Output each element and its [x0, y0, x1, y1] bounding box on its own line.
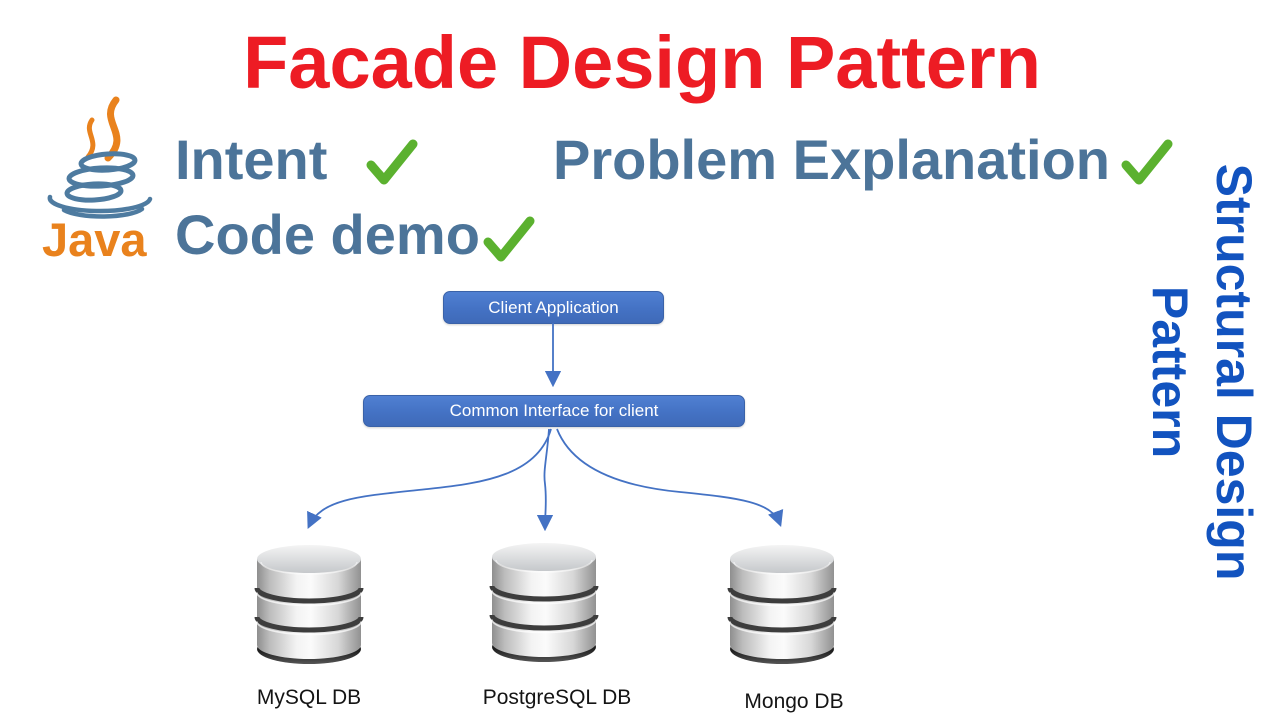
- database-label-mysql: MySQL DB: [256, 686, 362, 709]
- java-wordmark: Java: [42, 213, 147, 266]
- checkmark-icon: [366, 139, 418, 185]
- topic-problem-label: Problem Explanation: [553, 128, 1110, 191]
- java-logo: Java: [34, 96, 174, 272]
- node-client-application: Client Application: [443, 291, 664, 324]
- database-label-mongo: Mongo DB: [744, 690, 844, 713]
- side-banner-line1: Structural Design: [1206, 163, 1262, 581]
- connector-facade-to-mysql: [307, 428, 552, 529]
- node-common-interface: Common Interface for client: [363, 395, 745, 427]
- side-banner-line2: Pattern: [1142, 285, 1198, 459]
- java-cup-icon: [47, 96, 153, 219]
- database-cylinder-postgresql: [492, 543, 596, 662]
- topic-code-demo: Code demo: [175, 203, 536, 267]
- database-label-postgresql: PostgreSQL DB: [482, 686, 632, 709]
- connector-facade-to-mongo: [556, 428, 784, 528]
- topic-problem-explanation: Problem Explanation: [553, 128, 1174, 192]
- connector-facade-to-postgresql: [536, 428, 554, 532]
- database-cylinder-mongo: [730, 545, 834, 664]
- topic-intent: Intent: [175, 128, 419, 192]
- checkmark-icon: [483, 216, 535, 262]
- page-title: Facade Design Pattern: [243, 21, 1041, 104]
- topic-intent-label: Intent: [175, 128, 328, 191]
- side-banner: Structural Design Pattern: [1136, 112, 1268, 632]
- database-cylinder-mysql: [257, 545, 361, 664]
- checkmark-icon: [1121, 139, 1173, 185]
- topic-code-demo-label: Code demo: [175, 203, 480, 266]
